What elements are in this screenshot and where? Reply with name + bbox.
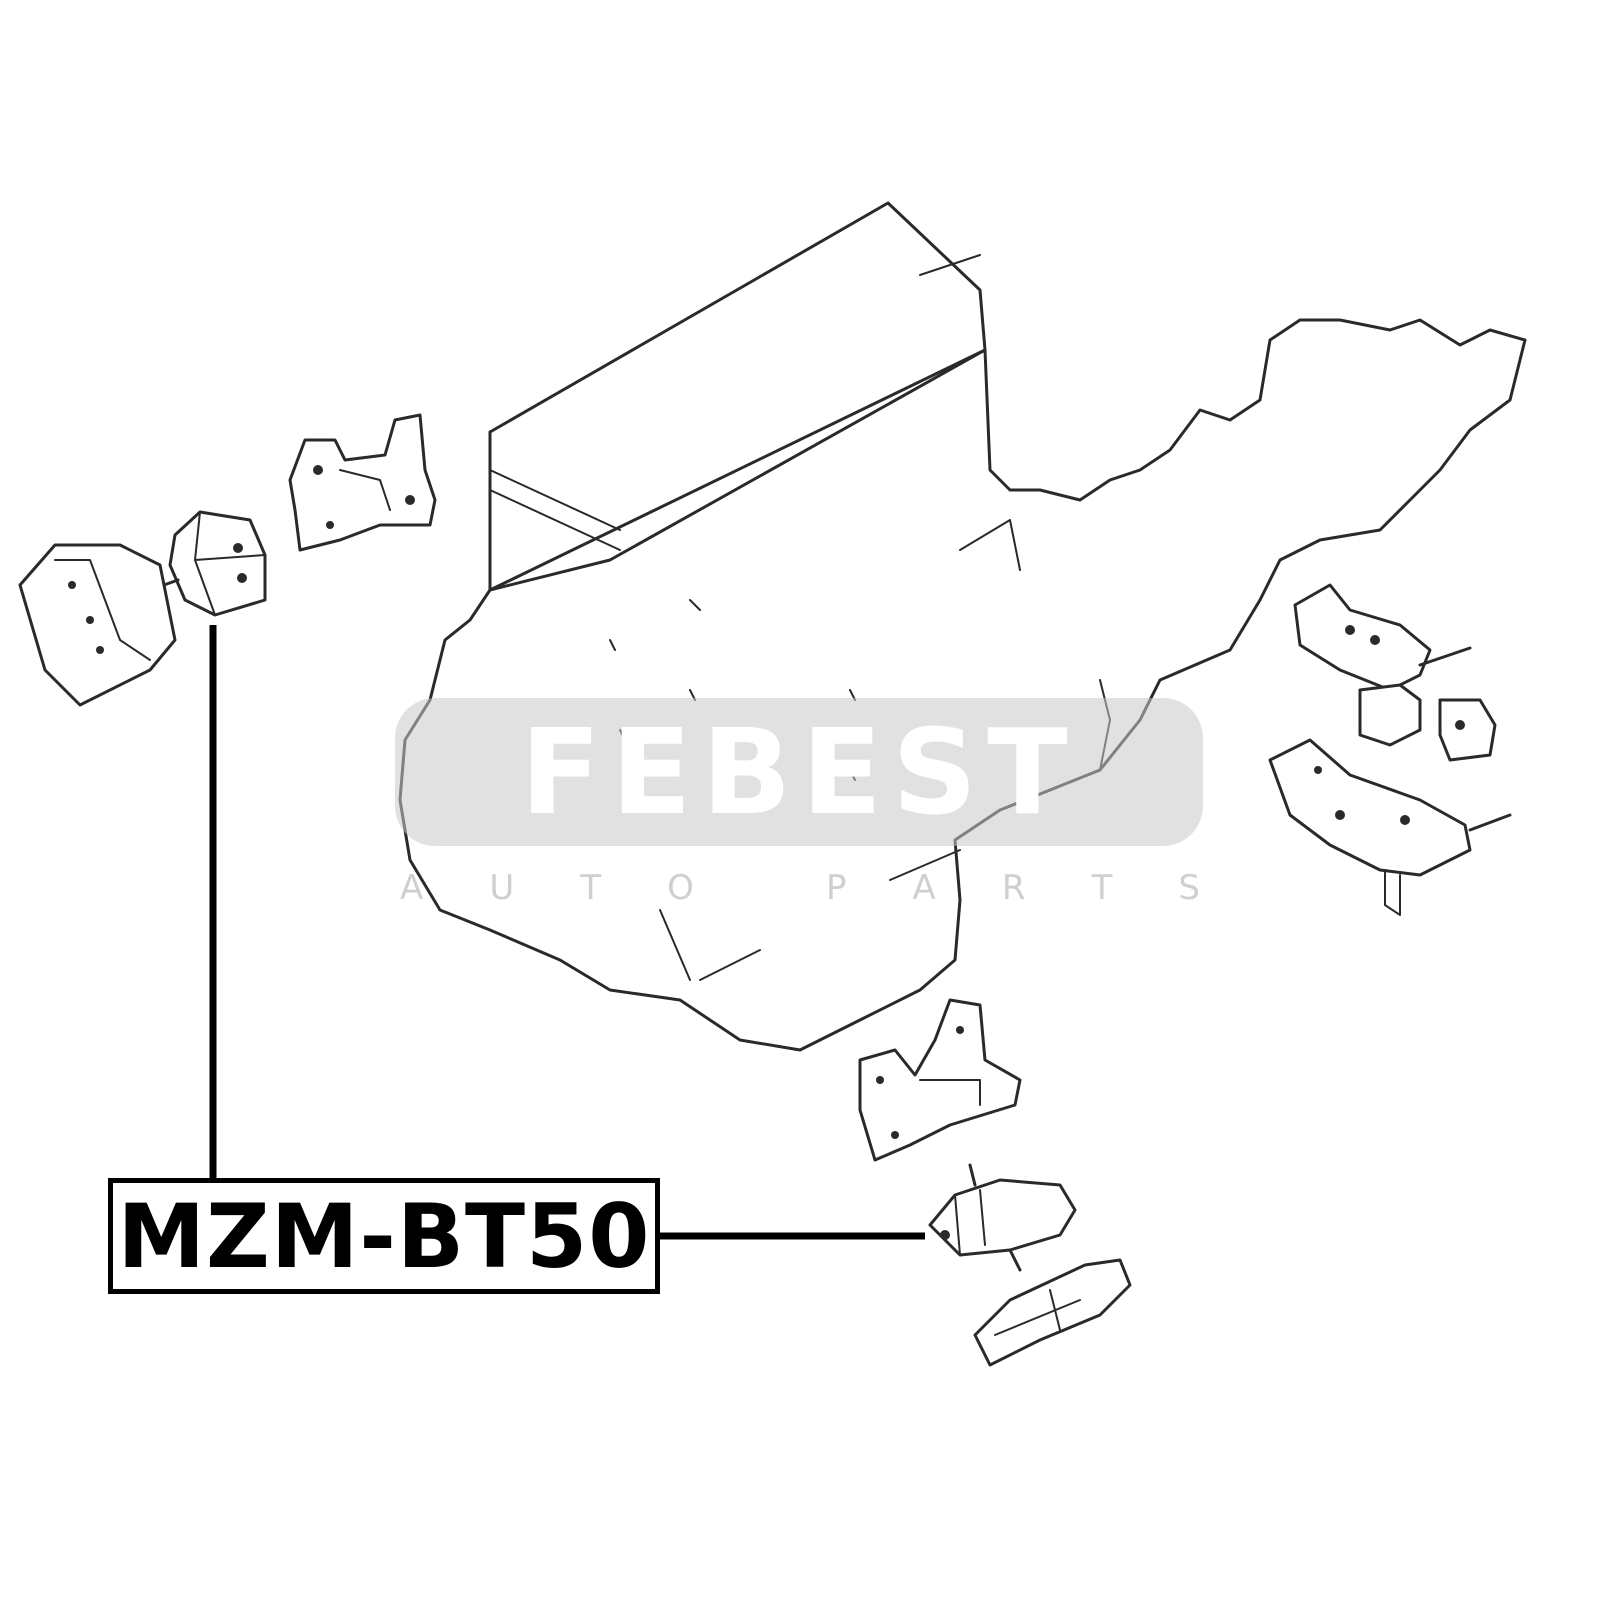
watermark-letter: P [825, 868, 847, 908]
part-number-box: MZM-BT50 [108, 1178, 660, 1294]
watermark-logo: FEBEST [520, 703, 1078, 841]
watermark-letter: O [667, 868, 694, 908]
watermark-letter: T [580, 868, 602, 908]
watermark-subtitle: A U T O P A R T S [400, 868, 1200, 908]
watermark-letter: S [1178, 868, 1200, 908]
watermark-letter: A [912, 868, 936, 908]
lower-bracket [858, 998, 1022, 1162]
watermark-letter: A [400, 868, 424, 908]
lower-mount [928, 1163, 1077, 1272]
callout-leaders [209, 625, 925, 1240]
right-lower-plate [1268, 738, 1512, 916]
upper-left-bracket [288, 413, 437, 552]
part-number-label: MZM-BT50 [117, 1184, 651, 1288]
upper-left-plate [18, 543, 177, 707]
lower-plate [973, 1258, 1132, 1367]
watermark-letter: R [1001, 868, 1026, 908]
watermark-backdrop [395, 698, 1203, 846]
watermark-letter: T [1091, 868, 1113, 908]
right-upper-bracket [1293, 583, 1472, 692]
watermark-letter: U [489, 868, 515, 908]
right-mount [1358, 683, 1497, 762]
